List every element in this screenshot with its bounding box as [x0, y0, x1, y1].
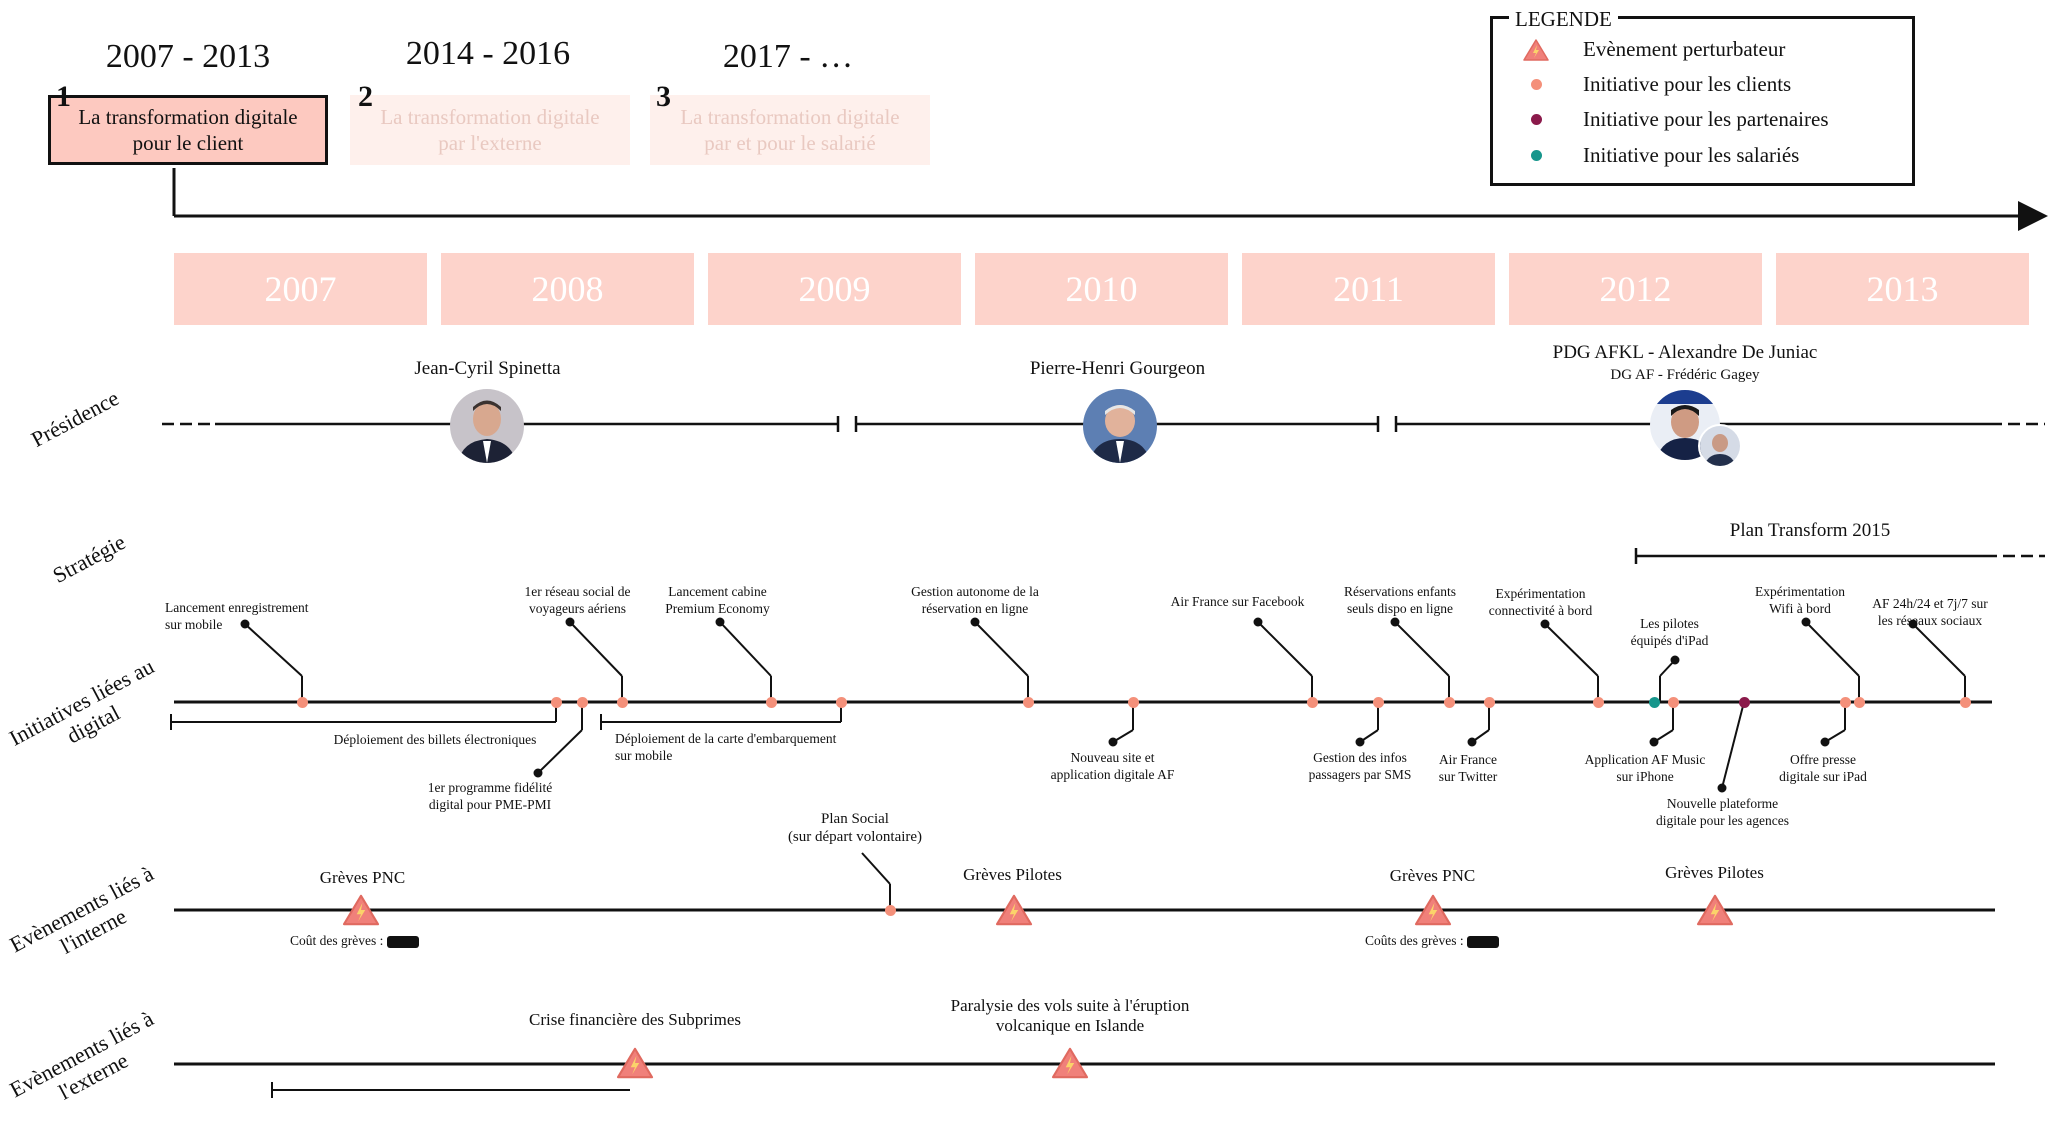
partner-dot-icon: [1530, 114, 1542, 125]
strike-cost-note: Coûts des grèves :: [1365, 933, 1525, 950]
phase-1-years: 2007 - 2013: [105, 38, 271, 75]
timeline-lines: [162, 168, 2048, 1098]
initiative-label: Gestion autonome de la réservation en li…: [911, 584, 1039, 616]
initiative-label: Nouveau site et application digitale AF: [1050, 750, 1175, 782]
initiative-label: Gestion des infos passagers par SMS: [1308, 750, 1412, 782]
legend-label: Initiative pour les partenaires: [1583, 107, 1829, 131]
initiative-label: 1er réseau social de voyageurs aériens: [524, 584, 631, 616]
legend-item-client: Initiative pour les clients: [1519, 72, 1791, 97]
legend-label: Initiative pour les salariés: [1583, 143, 1800, 167]
external-event-label: Paralysie des vols suite à l'éruption vo…: [950, 996, 1190, 1036]
year-cell: 2009: [708, 253, 961, 325]
internal-event-label: Grèves Pilotes: [1665, 863, 1764, 882]
initiative-label: Nouvelle plateforme digitale pour les ag…: [1655, 796, 1790, 828]
client-initiative-dot[interactable]: [1668, 697, 1679, 708]
client-initiative-dot[interactable]: [617, 697, 628, 708]
client-initiative-dot[interactable]: [1128, 697, 1139, 708]
year-cell: 2007: [174, 253, 427, 325]
year-cell: 2008: [441, 253, 694, 325]
avatar: [1083, 389, 1157, 463]
legend-item-employee: Initiative pour les salariés: [1519, 143, 1799, 168]
phase-3-label: La transformation digitale par et pour l…: [680, 104, 900, 155]
initiative-label: Application AF Music sur iPhone: [1584, 752, 1706, 784]
phase-3-number: 3: [656, 80, 671, 113]
legend-item-partner: Initiative pour les partenaires: [1519, 107, 1829, 132]
initiative-label: Expérimentation connectivité à bord: [1488, 586, 1593, 618]
client-initiative-dot[interactable]: [1593, 697, 1604, 708]
client-initiative-dot[interactable]: [1307, 697, 1318, 708]
initiative-label: Offre presse digitale sur iPad: [1779, 752, 1867, 784]
client-initiative-dot[interactable]: [297, 697, 308, 708]
initiative-label: AF 24h/24 et 7j/7 sur les réseaux sociau…: [1872, 596, 1988, 628]
legend-item-disruptive: Evènement perturbateur: [1519, 37, 1785, 62]
avatar: [450, 389, 524, 463]
president-name: PDG AFKL - Alexandre De Juniac: [1552, 342, 1818, 363]
client-initiative-dot[interactable]: [1023, 697, 1034, 708]
warning-icon[interactable]: [341, 893, 381, 932]
internal-event-label: Grèves PNC: [319, 868, 406, 887]
initiative-label: 1er programme fidélité digital pour PME-…: [427, 780, 553, 812]
internal-event-label: Plan Social (sur départ volontaire): [787, 811, 923, 845]
phase-2-years: 2014 - 2016: [405, 35, 571, 72]
client-initiative-dot[interactable]: [836, 697, 847, 708]
legend-label: Initiative pour les clients: [1583, 72, 1792, 96]
warning-icon[interactable]: [1050, 1046, 1090, 1085]
year-cell: 2011: [1242, 253, 1495, 325]
client-dot-icon: [1530, 79, 1542, 90]
warning-icon: [1519, 38, 1553, 62]
year-cell: 2013: [1776, 253, 2029, 325]
initiative-label: Déploiement des billets électroniques: [333, 732, 537, 747]
initiative-label: Lancement cabine Premium Economy: [665, 584, 770, 616]
president-subtitle: DG AF - Frédéric Gagey: [1610, 367, 1760, 383]
year-cell: 2010: [975, 253, 1228, 325]
phase-1-box[interactable]: La transformation digitale pour le clien…: [48, 95, 328, 165]
phase-2-box[interactable]: La transformation digitale par l'externe: [350, 95, 630, 165]
year-cell: 2012: [1509, 253, 1762, 325]
warning-icon[interactable]: [1695, 893, 1735, 932]
external-event-label: Crise financière des Subprimes: [529, 1010, 741, 1029]
initiative-label: Réservations enfants seuls dispo en lign…: [1343, 584, 1457, 616]
avatar: [1698, 424, 1742, 468]
warning-icon[interactable]: [1413, 893, 1453, 932]
president-name: Pierre-Henri Gourgeon: [1029, 358, 1206, 379]
initiative-label: Air France sur Facebook: [1170, 594, 1305, 609]
initiative-label: Déploiement de la carte d'embarquement s…: [615, 731, 837, 763]
client-initiative-dot[interactable]: [885, 905, 896, 916]
initiative-label: Expérimentation Wifi à bord: [1755, 584, 1845, 616]
client-initiative-dot[interactable]: [1854, 697, 1865, 708]
warning-icon[interactable]: [994, 893, 1034, 932]
phase-3-box[interactable]: La transformation digitale par et pour l…: [650, 95, 930, 165]
phase-3-years: 2017 - …: [722, 38, 854, 75]
client-initiative-dot[interactable]: [577, 697, 588, 708]
legend: LEGENDE Evènement perturbateur Initiativ…: [1490, 7, 1915, 186]
strike-cost-note: Coût des grèves :: [290, 933, 450, 950]
client-initiative-dot[interactable]: [1444, 697, 1455, 708]
internal-event-label: Grèves Pilotes: [963, 865, 1062, 884]
employee-dot-icon: [1530, 150, 1542, 161]
phase-1-label: La transformation digitale pour le clien…: [78, 104, 298, 155]
initiative-label: Les pilotes équipés d'iPad: [1630, 616, 1709, 648]
client-initiative-dot[interactable]: [1484, 697, 1495, 708]
partner-initiative-dot[interactable]: [1739, 697, 1750, 708]
legend-title: LEGENDE: [1509, 7, 1618, 32]
internal-event-label: Grèves PNC: [1389, 866, 1476, 885]
employee-initiative-dot[interactable]: [1649, 697, 1660, 708]
client-initiative-dot[interactable]: [1960, 697, 1971, 708]
president-name: Jean-Cyril Spinetta: [414, 358, 561, 379]
client-initiative-dot[interactable]: [766, 697, 777, 708]
initiative-label: Air France sur Twitter: [1438, 752, 1498, 784]
phase-2-number: 2: [358, 80, 373, 113]
legend-label: Evènement perturbateur: [1583, 37, 1786, 61]
client-initiative-dot[interactable]: [1373, 697, 1384, 708]
client-initiative-dot[interactable]: [1840, 697, 1851, 708]
phase-1-number: 1: [56, 80, 71, 113]
strategy-plan: Plan Transform 2015: [1729, 520, 1891, 541]
warning-icon[interactable]: [615, 1046, 655, 1085]
phase-2-label: La transformation digitale par l'externe: [380, 104, 600, 155]
initiative-label: Lancement enregistrement sur mobile: [165, 600, 309, 632]
client-initiative-dot[interactable]: [551, 697, 562, 708]
